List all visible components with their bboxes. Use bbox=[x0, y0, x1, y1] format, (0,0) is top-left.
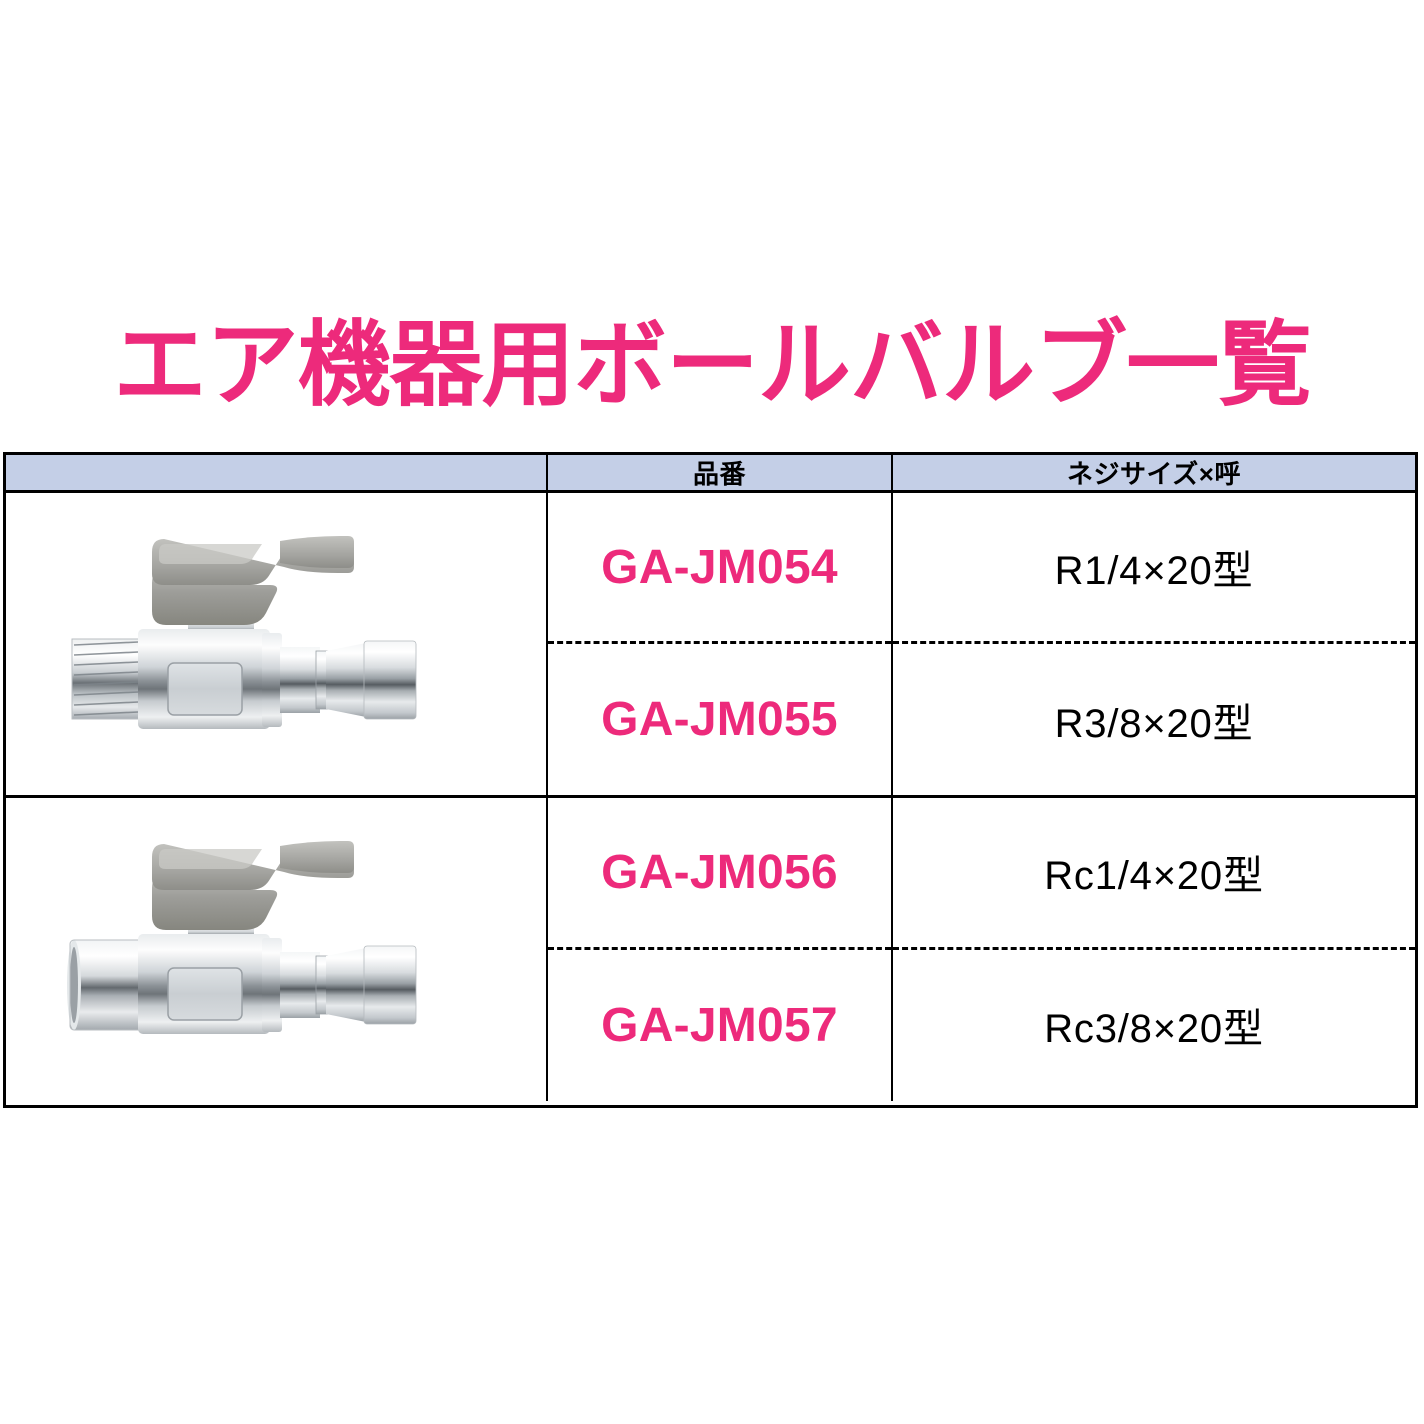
page-title-container: エア機器用ボールバルブ一覧 bbox=[0, 300, 1424, 430]
table-row-3-part-no-cell: GA-JM056 bbox=[548, 798, 891, 950]
size-value: R3/8×20型 bbox=[1054, 701, 1254, 746]
size-cell-group-1: R1/4×20型 R3/8×20型 bbox=[893, 493, 1415, 795]
table-header-image bbox=[6, 455, 548, 490]
table-row-2-size-cell: R3/8×20型 bbox=[893, 644, 1415, 795]
part-no-value: GA-JM054 bbox=[601, 540, 838, 594]
table-header-size: ネジサイズ×呼 bbox=[1066, 459, 1242, 489]
part-no-value: GA-JM056 bbox=[601, 845, 838, 899]
table-row-1-part-no-cell: GA-JM054 bbox=[548, 493, 891, 644]
table-row-3-size-cell: Rc1/4×20型 bbox=[893, 798, 1415, 950]
ball-valve-male-thread-photo bbox=[66, 511, 486, 781]
part-no-value: GA-JM055 bbox=[601, 693, 838, 746]
size-cell-group-2: Rc1/4×20型 Rc3/8×20型 bbox=[893, 798, 1415, 1101]
page-title: エア機器用ボールバルブ一覧 bbox=[113, 312, 1312, 417]
table-group-2: GA-JM056 GA-JM057 Rc1/4×20型 Rc3/8×20型 bbox=[6, 798, 1415, 1101]
table-group-1: GA-JM054 GA-JM055 R1/4×20型 R3/8×20型 bbox=[6, 493, 1415, 798]
size-value: R1/4×20型 bbox=[1054, 549, 1254, 593]
product-image-cell-1 bbox=[6, 493, 548, 795]
table-row-4-size-cell: Rc3/8×20型 bbox=[893, 950, 1415, 1102]
table-row-4-part-no-cell: GA-JM057 bbox=[548, 950, 891, 1102]
table-header-part-no: 品番 bbox=[548, 455, 893, 490]
size-value: Rc3/8×20型 bbox=[1044, 1007, 1264, 1052]
size-value: Rc1/4×20型 bbox=[1044, 854, 1264, 899]
part-no-cell-group-1: GA-JM054 GA-JM055 bbox=[548, 493, 893, 795]
product-table: 品番 ネジサイズ×呼 bbox=[3, 452, 1418, 1108]
table-row-2-part-no-cell: GA-JM055 bbox=[548, 644, 891, 795]
table-header-row: 品番 ネジサイズ×呼 bbox=[6, 455, 1415, 493]
product-image-cell-2 bbox=[6, 798, 548, 1101]
ball-valve-female-thread-photo bbox=[66, 816, 486, 1086]
part-no-value: GA-JM057 bbox=[601, 998, 838, 1052]
table-row-1-size-cell: R1/4×20型 bbox=[893, 493, 1415, 644]
part-no-cell-group-2: GA-JM056 GA-JM057 bbox=[548, 798, 893, 1101]
